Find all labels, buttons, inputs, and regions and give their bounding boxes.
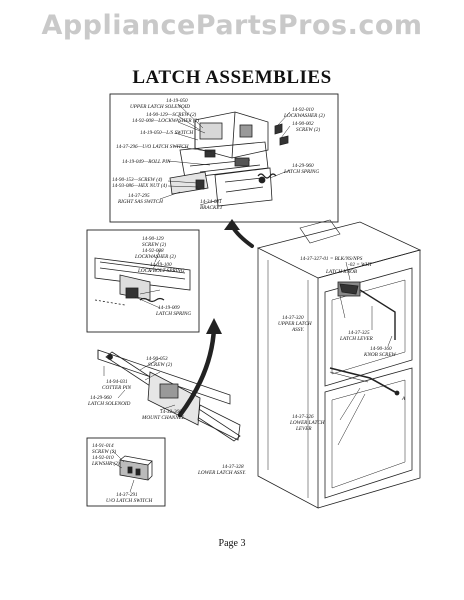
label-l50: LOWER LATCH ASSY. — [197, 470, 246, 476]
label-l10: 14-37-295 — [128, 192, 150, 199]
upper-latch-detail — [109, 93, 339, 223]
label-l53: 14-92-010 — [92, 454, 114, 461]
label-l31: 14-37-320 — [282, 314, 304, 321]
label-l57: A — [401, 396, 406, 402]
label-l11: RIGHT SAS SWITCH — [117, 199, 163, 205]
label-l23: LOCKWASHER (2) — [134, 253, 176, 260]
label-l38: 14-90-053 — [146, 355, 168, 362]
latch-switch-detail — [86, 437, 166, 507]
label-l09: 14-93-086—HEX NUT (4) — [112, 182, 167, 189]
label-l17: SCREW (2) — [296, 126, 320, 133]
range-cabinet — [256, 219, 422, 509]
label-l04: 14-92-008—LOCKWASHER (2) — [132, 117, 199, 124]
label-l07: 14-19-049—ROLL PIN — [122, 158, 171, 165]
label-l46: 14-37-326 — [292, 413, 314, 420]
lock-bolt-detail — [86, 229, 200, 333]
label-l40: 14-94-031 — [106, 378, 128, 385]
label-l54: LKWSHR (2) — [91, 460, 120, 467]
label-l39: SCREW (2) — [148, 361, 172, 368]
label-l02: UPPER LATCH SOLENOID — [130, 104, 190, 110]
label-l32: UPPER LATCH — [278, 321, 312, 327]
page-title: LATCH ASSEMBLIES — [132, 67, 332, 88]
label-l01: 14-19-050 — [166, 97, 188, 104]
label-l28: 14-37-327-01 = BLK/NS/NPS — [300, 255, 363, 262]
label-l48: LEVER — [295, 426, 312, 432]
label-l21: SCREW (2) — [142, 241, 166, 248]
label-l30: LATCH KNOB — [325, 269, 358, 275]
label-l26: 14-19-009 — [158, 304, 180, 311]
label-l34: 14-37-325 — [348, 329, 370, 336]
label-l56: U/O LATCH SWITCH — [106, 498, 152, 504]
label-l08: 14-90-153—SCREW (4) — [112, 176, 163, 183]
label-l20: 14-90-129 — [142, 235, 164, 242]
label-l18: 14-29-960 — [292, 162, 314, 169]
mount-channel-assembly — [97, 349, 241, 442]
label-l16: 14-90-002 — [292, 120, 314, 127]
label-l12: 14-34-601 — [200, 198, 222, 205]
label-l19: LATCH SPRING — [283, 169, 319, 175]
label-l37: KNOB SCREW — [363, 352, 397, 358]
label-l25: LOCK BOLT SPRING — [137, 268, 185, 274]
label-l13: BRACKET — [200, 205, 224, 211]
callout-arrows — [177, 219, 254, 418]
label-l47: LOWER LATCH — [289, 420, 325, 426]
label-l36: 14-90-160 — [370, 345, 392, 352]
label-l15: LOCKWASHER (2) — [283, 112, 325, 119]
label-l55: 14-37-291 — [116, 491, 138, 498]
label-l44: 14-32-260 — [160, 408, 182, 415]
label-l06: 14-37-296—U/O LATCH SWITCH — [116, 143, 189, 150]
label-l49: 14-37-328 — [222, 463, 244, 470]
label-l42: 14-29-960 — [90, 394, 112, 401]
watermark-text: AppliancePartsPros.com — [41, 10, 423, 41]
label-l29: -02 = WHT — [348, 262, 373, 268]
label-l33: ASSY. — [291, 327, 304, 333]
label-l27: LATCH SPRING — [155, 311, 191, 317]
label-l03: 14-90-129—SCREW (2) — [146, 111, 197, 118]
label-l22: 14-92-008 — [142, 247, 164, 254]
label-l05: 14-19-050—L/S SWITCH — [140, 129, 193, 136]
label-l14: 14-92-010 — [292, 106, 314, 113]
label-l52: SCREW (2) — [92, 448, 116, 455]
label-l35: LATCH LEVER — [339, 336, 374, 342]
label-l41: COTTER PIN — [102, 385, 132, 391]
page-number: Page 3 — [218, 538, 246, 549]
label-l45: MOUNT CHANNEL — [141, 415, 185, 421]
label-l43: LATCH SOLENOID — [87, 401, 131, 407]
label-l24: 14-19-100 — [150, 261, 172, 268]
label-l51: 14-91-014 — [92, 442, 114, 449]
